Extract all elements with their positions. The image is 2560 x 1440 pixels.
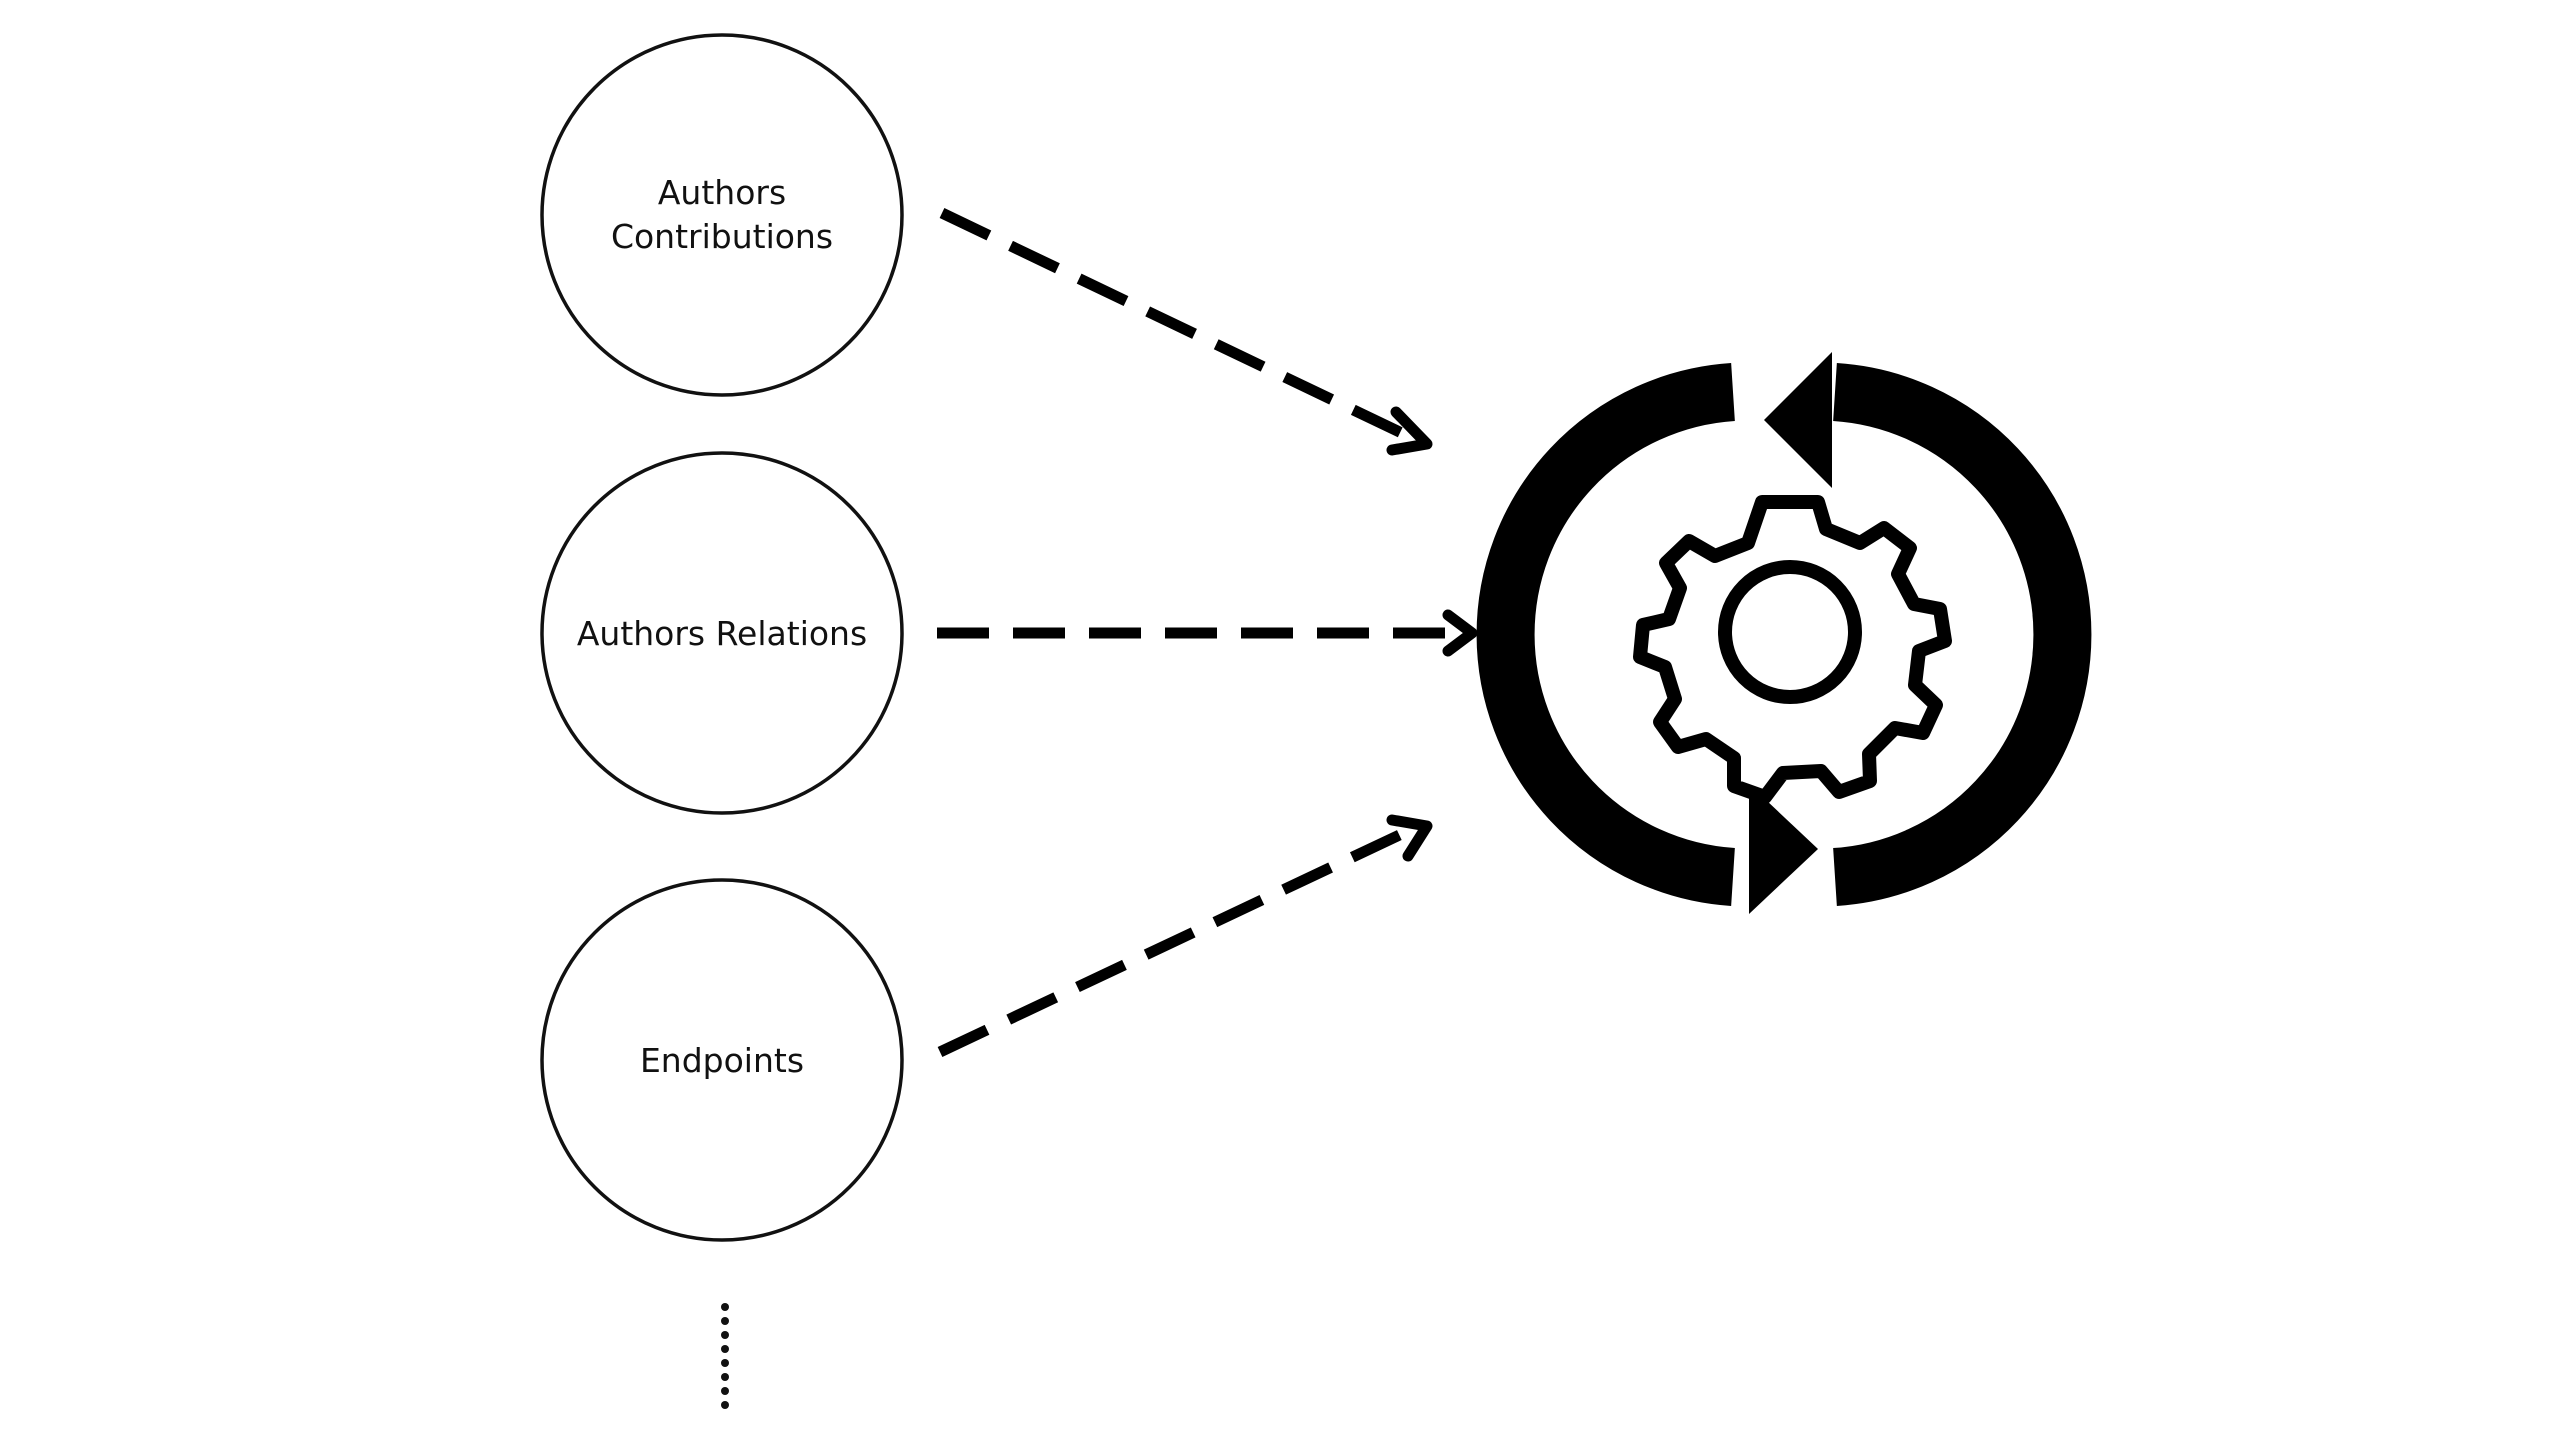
edge-endpoints-to-process xyxy=(937,814,1433,1057)
node-label-line: Contributions xyxy=(611,217,833,256)
edge-authors-contributions-to-process xyxy=(939,208,1433,456)
node-endpoints: Endpoints xyxy=(540,878,904,1242)
node-label-line: Authors Relations xyxy=(577,614,867,653)
node-authors-relations: Authors Relations xyxy=(540,451,904,815)
continuation-ellipsis xyxy=(721,1303,729,1409)
edge-authors-relations-to-process xyxy=(937,609,1478,657)
node-label-line: Authors xyxy=(658,173,786,212)
gear-with-refresh-arrows-icon xyxy=(1476,352,2092,914)
node-label-line: Endpoints xyxy=(640,1041,804,1080)
node-authors-contributions: Authors Contributions xyxy=(540,33,904,397)
gear-icon xyxy=(1633,495,1952,804)
